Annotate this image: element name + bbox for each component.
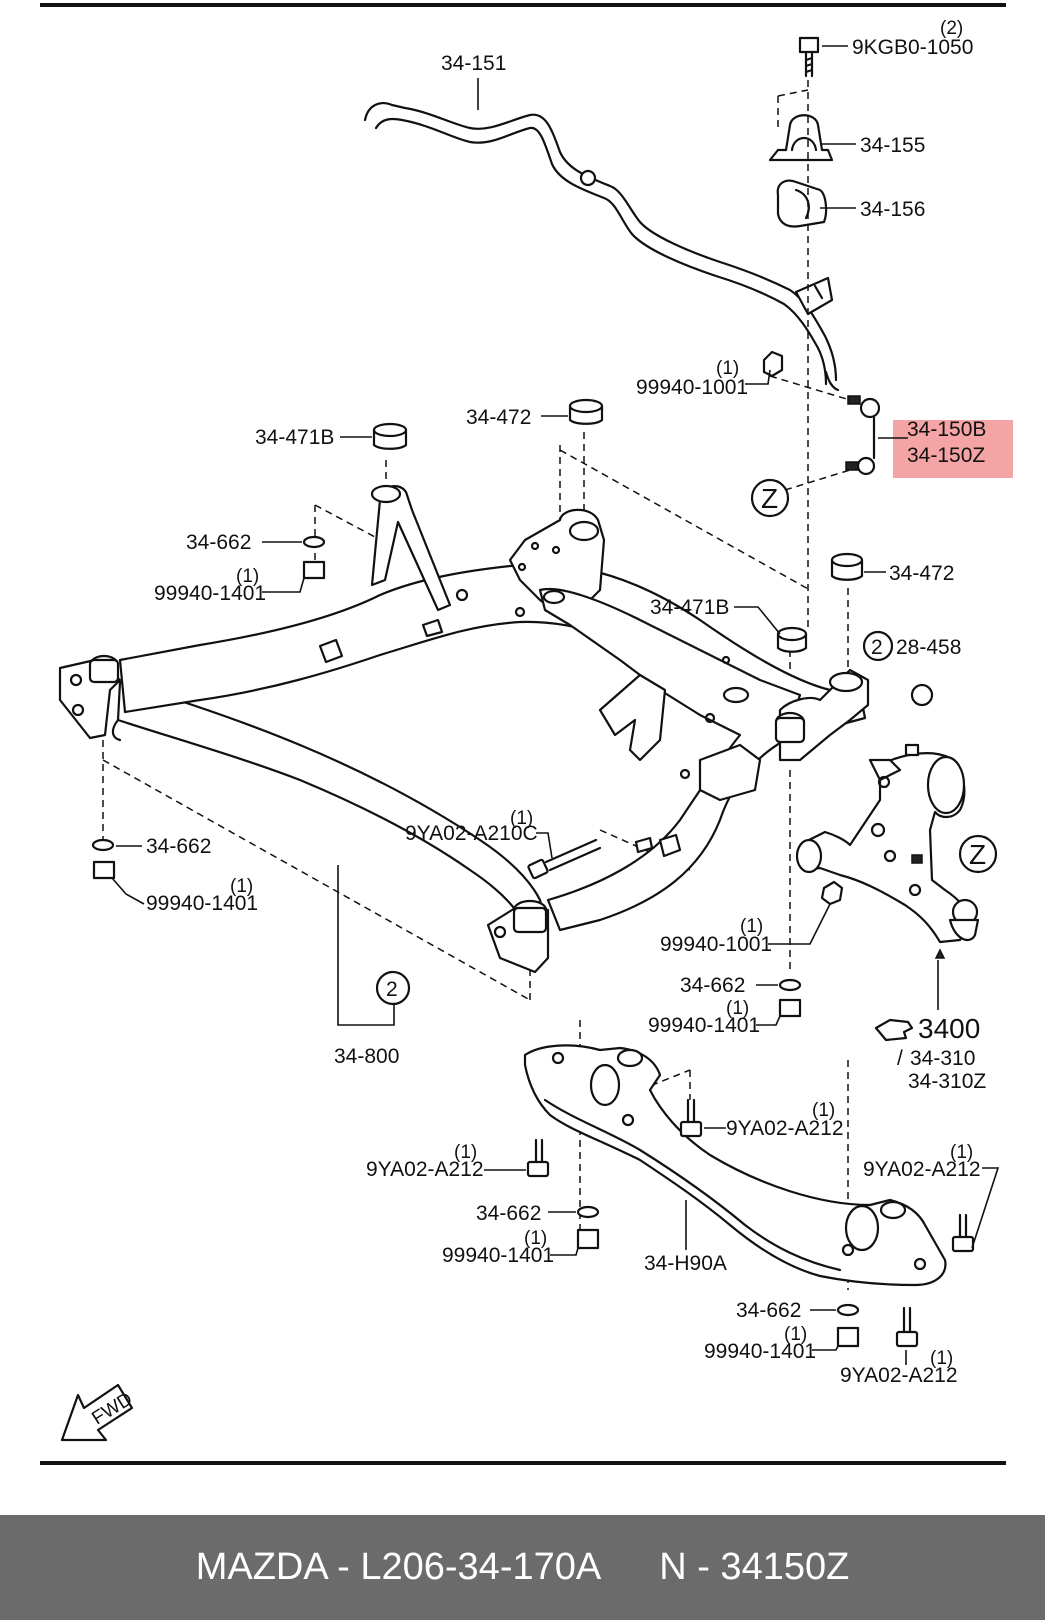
label-center-bolt: 9YA02-A210C: [405, 822, 538, 845]
lower-brace: [523, 1044, 947, 1287]
stabilizer-link: [845, 395, 881, 476]
label-brace: 34-H90A: [644, 1252, 727, 1275]
label-washer-left: 34-662: [186, 531, 251, 554]
label-control-arm-b: 34-310Z: [908, 1070, 986, 1093]
fwd-arrow: FWD: [60, 1383, 136, 1442]
qty-nut-mid: (1): [726, 998, 749, 1019]
label-washer-lower-left: 34-662: [146, 835, 211, 858]
label-brace-bolt-d: 9YA02-A212: [840, 1364, 958, 1387]
callouts: Z 2 2 Z: [375, 478, 998, 1006]
qty-link-nut: (1): [716, 358, 739, 379]
label-nut-left: 99940-1401: [154, 582, 266, 605]
label-nut-bottom-b: 99940-1401: [704, 1340, 816, 1363]
label-brace-bolt-c: 9YA02-A212: [863, 1158, 981, 1181]
control-arm: [795, 743, 980, 959]
label-bushing: 34-156: [860, 198, 925, 221]
label-top-bolt: 9KGB0-1050: [852, 36, 973, 59]
label-washer-bottom-b: 34-662: [736, 1299, 801, 1322]
label-28-458: 28-458: [896, 636, 961, 659]
qty-top-bolt: (2): [940, 18, 963, 39]
top-bolt: [798, 36, 820, 78]
label-mount-right: 34-472: [889, 562, 954, 585]
qty-nut-arm: (1): [740, 916, 763, 937]
label-nut-arm: 99940-1001: [660, 933, 772, 956]
hand-pointer-icon: [874, 1018, 914, 1042]
label-mount-left: 34-471B: [255, 426, 334, 449]
label-brace-bolt-a: 9YA02-A212: [726, 1117, 844, 1140]
qty-brace-bolt-d: (1): [930, 1348, 953, 1369]
qty-nut-bottom-b: (1): [784, 1324, 807, 1345]
bushing-bracket: [768, 114, 834, 162]
callout-2-right: [862, 630, 894, 662]
label-crossmember: 34-800: [334, 1045, 399, 1068]
label-mount-mid: 34-471B: [650, 596, 729, 619]
callout-z-arm: [958, 834, 998, 874]
link-nut: [762, 350, 784, 378]
center-bolt: [527, 838, 602, 880]
qty-brace-bolt-b: (1): [454, 1142, 477, 1163]
callout-2-crossmember: [375, 970, 411, 1006]
top-border: [40, 3, 1006, 7]
leader-lines: [111, 45, 1000, 1365]
footer-banner: MAZDA - L206-34-170A N - 34150Z: [0, 1515, 1045, 1620]
qty-nut-bottom-a: (1): [524, 1228, 547, 1249]
label-link-b: 34-150B: [907, 418, 986, 441]
stabilizer-bar: [363, 102, 840, 392]
label-washer-bottom-a: 34-662: [476, 1202, 541, 1225]
callout-z-top-label: Z: [761, 483, 778, 514]
callout-2-crossmember-label: 2: [386, 978, 398, 1001]
label-control-arm-a: 34-310: [910, 1047, 975, 1070]
label-stabilizer-bar: 34-151: [441, 52, 506, 75]
crossmember: [58, 484, 870, 974]
bottom-border: [40, 1461, 1006, 1465]
callout-z-arm-label: Z: [969, 839, 986, 870]
label-nut-bottom-a: 99940-1401: [442, 1244, 554, 1267]
footer-part-number: MAZDA - L206-34-170A: [195, 1546, 602, 1588]
mount-bushings: [372, 398, 934, 707]
label-link-nut: 99940-1001: [636, 376, 748, 399]
brace-bolts: [526, 1098, 975, 1348]
label-washer-mid: 34-662: [680, 974, 745, 997]
footer-diagram-number: N - 34150Z: [659, 1546, 850, 1588]
label-link-z: 34-150Z: [907, 444, 985, 467]
qty-brace-bolt-a: (1): [812, 1100, 835, 1121]
parts-diagram: FWD Z 2: [40, 3, 1013, 1465]
highlight-box: [893, 420, 1013, 478]
callout-2-right-label: 2: [871, 636, 883, 659]
washers-and-nuts: [91, 535, 860, 1348]
callout-z-top: [750, 478, 790, 518]
qty-nut-left: (1): [236, 566, 259, 587]
part-labels: 34-151 (2) 9KGB0-1050 34-155 34-156 (1) …: [146, 18, 986, 1387]
slash-control-arm: /: [897, 1047, 903, 1070]
label-bracket: 34-155: [860, 134, 925, 157]
label-brace-bolt-b: 9YA02-A212: [366, 1158, 484, 1181]
qty-nut-lower-left: (1): [230, 876, 253, 897]
qty-brace-bolt-c: (1): [950, 1142, 973, 1163]
label-mount-center: 34-472: [466, 406, 531, 429]
qty-center-bolt: (1): [510, 808, 533, 829]
label-nut-lower-left: 99940-1401: [146, 892, 258, 915]
label-control-arm-ref: 3400: [918, 1013, 980, 1044]
bushing: [776, 179, 828, 228]
label-nut-mid: 99940-1401: [648, 1014, 760, 1037]
